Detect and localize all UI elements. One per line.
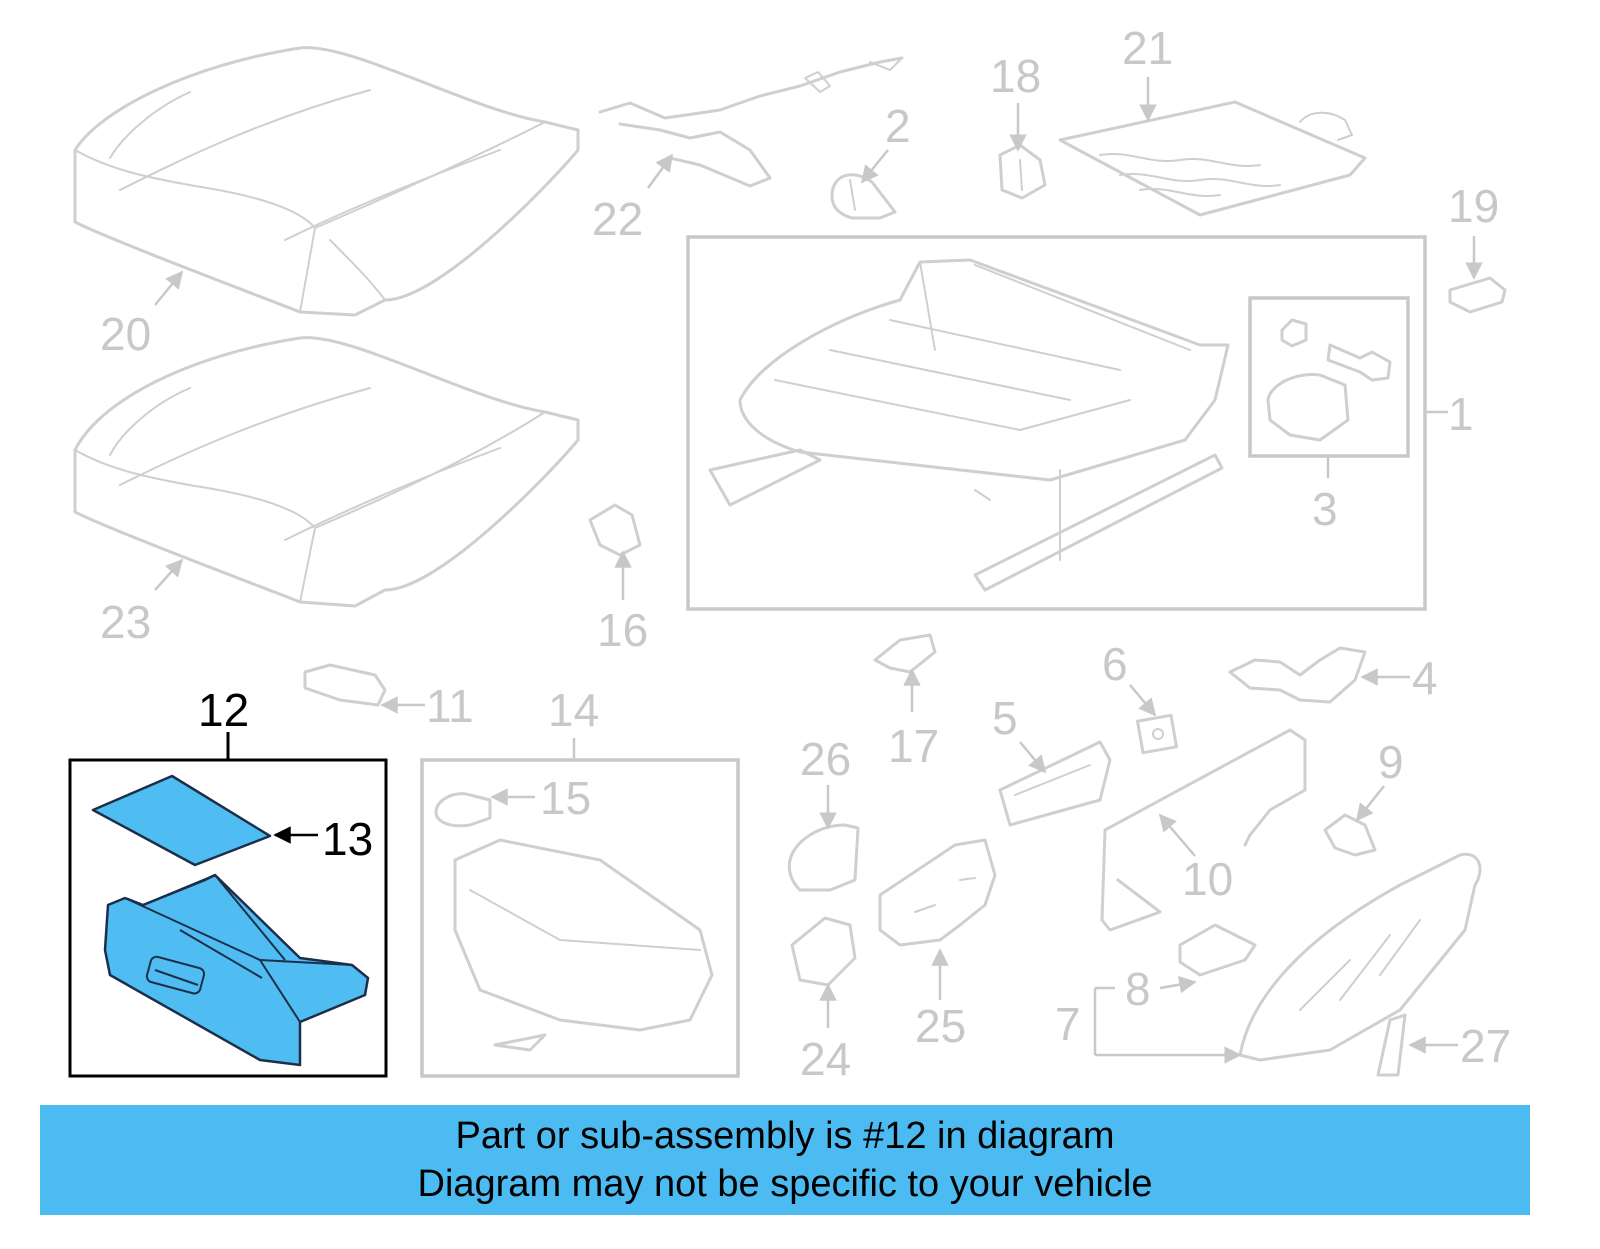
trim-8	[1178, 923, 1257, 977]
callout-20: 20	[100, 308, 151, 360]
callout-14: 14	[548, 684, 599, 736]
callout-19: 19	[1448, 180, 1499, 232]
bracket-18	[998, 143, 1047, 200]
hardware-3	[1266, 318, 1392, 442]
leader-6	[1129, 684, 1157, 717]
callout-7: 7	[1055, 998, 1081, 1050]
bulb-15	[434, 792, 492, 828]
motor-26	[787, 823, 860, 892]
callout-21: 21	[1122, 22, 1173, 74]
callout-23: 23	[100, 596, 151, 648]
seat-pan-14	[453, 838, 714, 1052]
callout-12: 12	[198, 684, 249, 736]
bracket-16	[588, 503, 642, 557]
lid-panel-13	[91, 774, 272, 867]
bracket-17	[873, 633, 937, 674]
leader-8	[1159, 976, 1197, 994]
trim-5	[998, 740, 1112, 827]
callout-26: 26	[800, 733, 851, 785]
side-shield-7	[1238, 852, 1482, 1062]
callout-5: 5	[992, 692, 1018, 744]
callout-18: 18	[990, 50, 1041, 102]
callout-16: 16	[597, 604, 648, 656]
banner-line-1: Part or sub-assembly is #12 in diagram	[455, 1115, 1115, 1157]
seat-cushion-pad-20	[73, 46, 580, 317]
leader-9	[1355, 785, 1385, 822]
callout-8: 8	[1125, 963, 1151, 1015]
callout-3: 3	[1312, 483, 1338, 535]
clip-9	[1323, 813, 1377, 857]
info-banner: Part or sub-assembly is #12 in diagram D…	[40, 1105, 1530, 1215]
clip-6	[1135, 713, 1179, 755]
callout-2: 2	[885, 100, 911, 152]
leader-22	[646, 153, 674, 189]
callout-6: 6	[1102, 638, 1128, 690]
callout-15: 15	[540, 772, 591, 824]
clip-19	[1448, 276, 1507, 314]
callout-1: 1	[1448, 388, 1474, 440]
seat-frame-1	[708, 258, 1230, 592]
wire-frame-10	[1100, 728, 1307, 932]
leader-2	[860, 149, 889, 184]
leader-5	[1019, 741, 1047, 774]
bracket-4	[1228, 646, 1367, 704]
callout-17: 17	[888, 720, 939, 772]
wire-harness-22	[598, 56, 904, 188]
cover-27	[1376, 1013, 1407, 1077]
storage-tray-12	[103, 873, 370, 1067]
frame-assembly-box	[686, 235, 1427, 611]
callout-4: 4	[1412, 652, 1438, 704]
clip-2	[830, 173, 897, 220]
callout-27: 27	[1460, 1020, 1511, 1072]
leader-10	[1158, 813, 1196, 857]
callout-24: 24	[800, 1033, 851, 1085]
callout-11: 11	[426, 680, 474, 732]
callout-22: 22	[592, 193, 643, 245]
bracket-24	[790, 916, 857, 987]
leader-23	[154, 558, 184, 591]
heater-pad-21	[1058, 100, 1367, 217]
seat-cushion-23	[73, 336, 580, 608]
callout-10: 10	[1182, 853, 1233, 905]
leader-20	[154, 270, 184, 306]
module-25	[878, 838, 997, 947]
callout-9: 9	[1378, 736, 1404, 788]
callout-13: 13	[322, 813, 373, 865]
bracket-11	[303, 663, 387, 707]
callout-25: 25	[915, 1000, 966, 1052]
banner-line-2: Diagram may not be specific to your vehi…	[417, 1163, 1153, 1205]
cushion-box-14	[420, 758, 740, 1078]
